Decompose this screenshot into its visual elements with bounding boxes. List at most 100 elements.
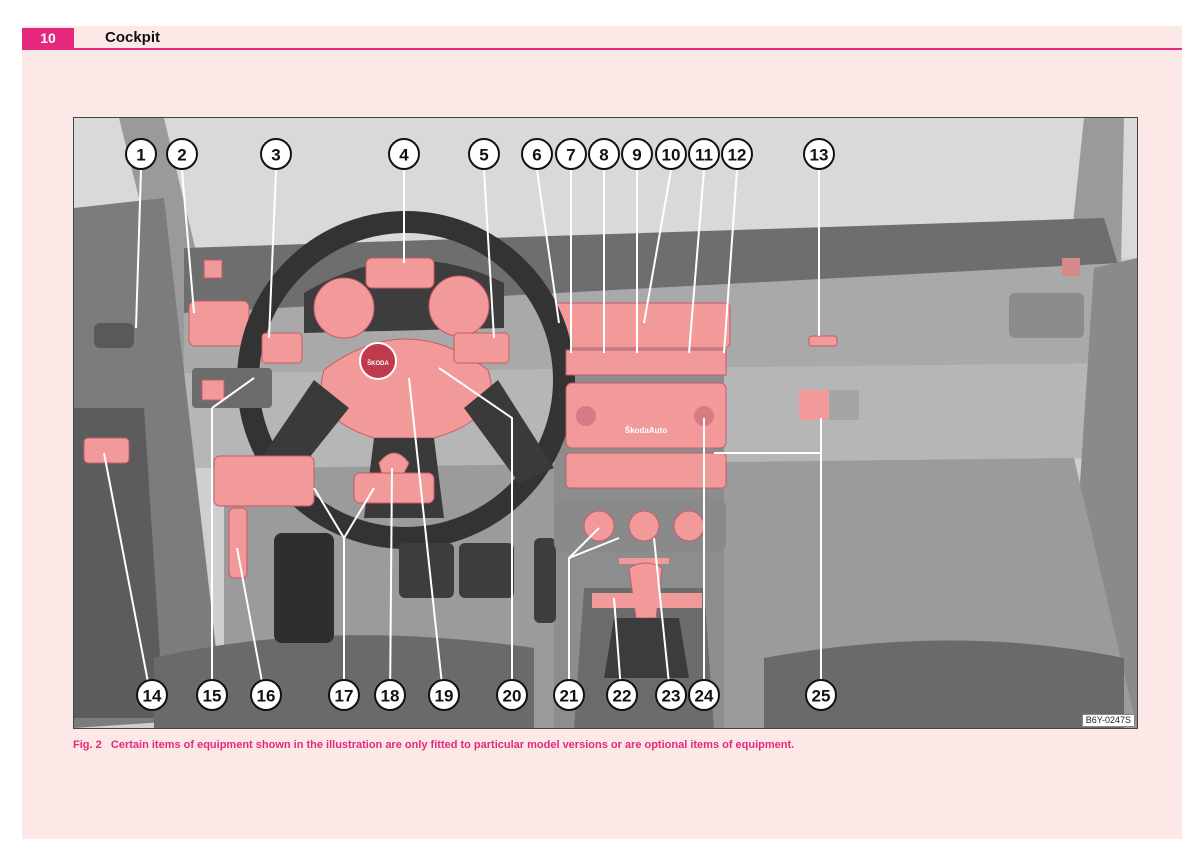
callout-11: 11 xyxy=(688,138,720,170)
manual-page: 10 Cockpit xyxy=(22,26,1182,839)
callout-21: 21 xyxy=(553,679,585,711)
callout-23: 23 xyxy=(655,679,687,711)
callout-label: 3 xyxy=(271,146,280,165)
callout-13: 13 xyxy=(803,138,835,170)
callout-14: 14 xyxy=(136,679,168,711)
footrest xyxy=(274,533,334,643)
cockpit-illustration: ŠKODA ŠkodaAuto xyxy=(73,117,1138,729)
callout-label: 18 xyxy=(381,687,400,706)
callout-5: 5 xyxy=(468,138,500,170)
page-header: 10 Cockpit xyxy=(22,26,1182,50)
callout-1: 1 xyxy=(125,138,157,170)
callout-22: 22 xyxy=(606,679,638,711)
callout-label: 8 xyxy=(599,146,608,165)
callout-label: 20 xyxy=(503,687,522,706)
callout-18: 18 xyxy=(374,679,406,711)
windshield xyxy=(74,118,1137,258)
callout-label: 10 xyxy=(662,146,681,165)
speedometer xyxy=(428,275,490,337)
window-switches xyxy=(83,437,130,464)
left-side-vent xyxy=(188,300,250,347)
callout-label: 11 xyxy=(695,146,713,165)
side-window-vent xyxy=(203,259,223,279)
right-stalk xyxy=(453,332,510,364)
storage-tray xyxy=(565,452,727,489)
passenger-airbag-label xyxy=(808,335,838,347)
tachometer xyxy=(313,277,375,339)
callout-10: 10 xyxy=(655,138,687,170)
radio-brand-text: ŠkodaAuto xyxy=(625,426,667,435)
cockpit-drawing: ŠKODA ŠkodaAuto xyxy=(74,118,1137,728)
switch-row xyxy=(565,349,727,376)
callout-24: 24 xyxy=(688,679,720,711)
callout-12: 12 xyxy=(721,138,753,170)
door-panel xyxy=(74,408,164,718)
callout-label: 19 xyxy=(435,687,454,706)
callout-label: 4 xyxy=(399,146,409,165)
callout-label: 6 xyxy=(532,146,541,165)
header-rule xyxy=(22,48,1182,50)
callout-label: 12 xyxy=(728,146,747,165)
callout-25: 25 xyxy=(805,679,837,711)
leader-lines xyxy=(103,169,822,704)
bonnet-release-area xyxy=(353,472,435,504)
clutch-pedal xyxy=(399,543,454,598)
callout-label: 24 xyxy=(695,687,714,706)
figure-caption: Fig. 2 Certain items of equipment shown … xyxy=(73,739,794,751)
callout-label: 13 xyxy=(810,146,829,165)
callout-label: 17 xyxy=(335,687,354,706)
wheel-spoke-right xyxy=(464,380,554,483)
central-vents xyxy=(551,302,731,349)
skoda-logo xyxy=(359,342,397,380)
left-stalk xyxy=(261,332,303,364)
callout-label: 5 xyxy=(479,146,488,165)
page-number: 10 xyxy=(22,28,74,48)
callout-label: 7 xyxy=(566,146,575,165)
bonnet-release-lever xyxy=(228,507,248,579)
callout-label: 9 xyxy=(632,146,641,165)
gauge-cluster-top xyxy=(365,257,435,289)
callouts-bottom: 14 15 16 17 18 19 20 21 22 23 24 25 xyxy=(136,679,837,711)
callout-label: 21 xyxy=(560,687,579,706)
radio-left-knob xyxy=(576,406,596,426)
callout-label: 14 xyxy=(143,687,162,706)
light-switch xyxy=(201,379,225,401)
callout-label: 25 xyxy=(812,687,831,706)
callout-8: 8 xyxy=(588,138,620,170)
caption-text: Certain items of equipment shown in the … xyxy=(110,739,795,751)
callout-label: 15 xyxy=(203,687,222,706)
heated-seat-switches xyxy=(619,558,669,564)
passenger-seat xyxy=(764,640,1124,728)
callout-20: 20 xyxy=(496,679,528,711)
caption-label: Fig. 2 xyxy=(73,739,102,751)
radio-unit xyxy=(565,382,727,449)
figure-code: B6Y-0247S xyxy=(1081,714,1135,727)
callout-label: 2 xyxy=(177,146,186,165)
handbrake-area xyxy=(592,593,702,608)
climate-knob-center xyxy=(628,510,660,542)
callout-6: 6 xyxy=(521,138,553,170)
callout-19: 19 xyxy=(428,679,460,711)
climate-knob-right xyxy=(673,510,705,542)
accelerator-pedal xyxy=(534,538,556,623)
storage-compartment xyxy=(213,455,315,507)
callout-9: 9 xyxy=(621,138,653,170)
skoda-logo-text: ŠKODA xyxy=(367,359,389,367)
section-title: Cockpit xyxy=(105,29,161,46)
door-handle xyxy=(94,323,134,348)
callout-label: 23 xyxy=(662,687,681,706)
radio-right-knob xyxy=(694,406,714,426)
callout-17: 17 xyxy=(328,679,360,711)
right-window-vent xyxy=(1062,258,1080,276)
climate-knob-left xyxy=(583,510,615,542)
callout-3: 3 xyxy=(260,138,292,170)
callout-label: 16 xyxy=(257,687,276,706)
callout-label: 22 xyxy=(613,687,632,706)
right-side-vent xyxy=(1009,293,1084,338)
callout-16: 16 xyxy=(250,679,282,711)
callout-2: 2 xyxy=(166,138,198,170)
callout-4: 4 xyxy=(388,138,420,170)
brake-pedal xyxy=(459,543,514,598)
glove-box-lock xyxy=(829,390,859,420)
